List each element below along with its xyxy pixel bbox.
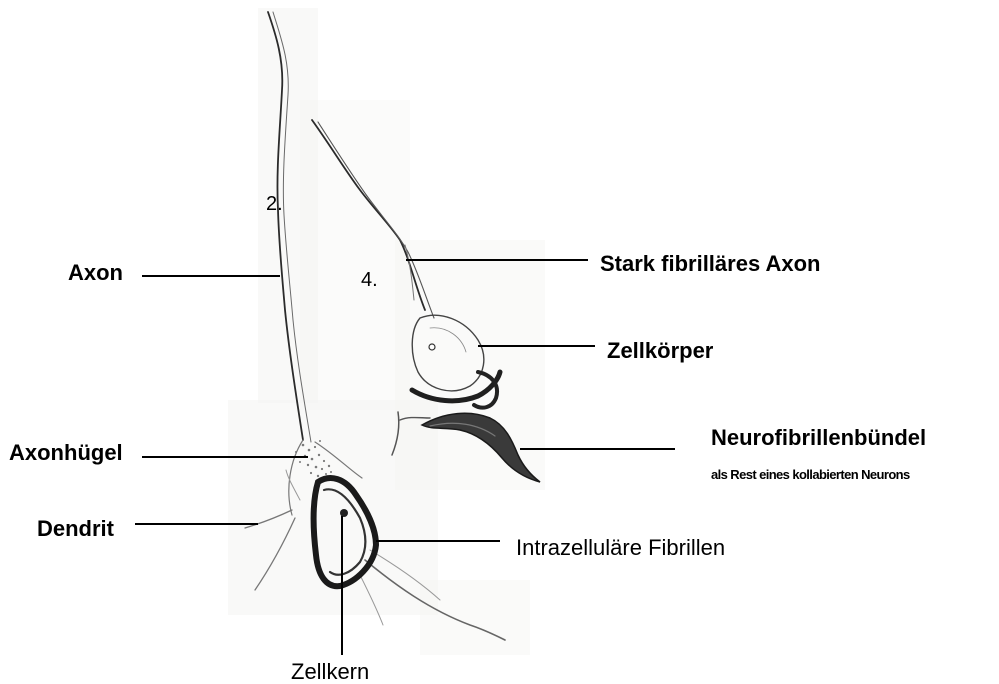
cell-number-2: 2. (266, 194, 283, 214)
neuron-4-nucleus (429, 344, 435, 350)
label-intrazellulaere-fibrillen: Intrazelluläre Fibrillen (516, 537, 725, 559)
label-zellkoerper: Zellkörper (607, 340, 713, 362)
cell-number-4: 4. (361, 270, 378, 290)
label-dendrit: Dendrit (37, 518, 114, 540)
label-neurofibrillenbuendel-note: als Rest eines kollabierten Neurons (711, 468, 910, 481)
label-stark-fibrillaeres-axon: Stark fibrilläres Axon (600, 253, 820, 275)
neuron-2-nucleus (340, 509, 348, 517)
label-neurofibrillenbuendel: Neurofibrillenbündel (711, 427, 926, 449)
label-zellkern: Zellkern (291, 661, 369, 683)
label-axon: Axon (68, 262, 123, 284)
label-axonhuegel: Axonhügel (9, 442, 123, 464)
